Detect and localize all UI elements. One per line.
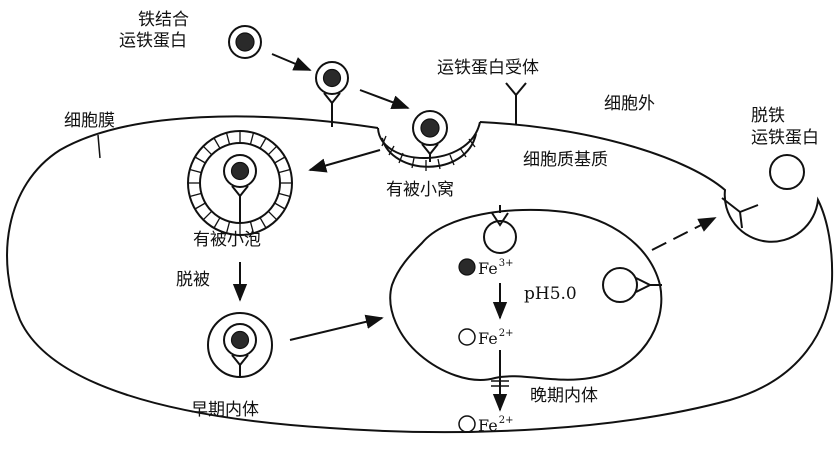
fe2-symbol: Fe	[478, 329, 498, 348]
internalization-arrow	[359, 89, 410, 110]
apo-transferrin-in-endosome	[483, 220, 517, 254]
label-apo-transferrin-2: 运铁蛋白	[751, 128, 819, 148]
iron-core-endosome	[230, 330, 250, 350]
apo-transferrin-recycling	[602, 267, 638, 303]
label-fe2-endosome: Fe2+	[478, 329, 513, 347]
cell-membrane	[6, 115, 834, 434]
label-iron-bound-transferrin-1: 铁结合	[138, 10, 189, 30]
label-iron-bound-transferrin-2: 运铁蛋白	[119, 31, 187, 51]
label-ph: pH5.0	[524, 284, 577, 304]
fe3-charge: 3+	[498, 258, 514, 269]
fe2-ion-in-endosome	[458, 328, 476, 346]
label-fe2-exported: Fe2+	[478, 416, 513, 434]
transferrin-in-vesicle	[223, 154, 257, 188]
label-extracellular: 细胞外	[604, 94, 655, 114]
transferrin-bound	[315, 61, 349, 95]
binding-arrow	[271, 53, 312, 71]
fusion-arrow	[289, 314, 384, 341]
recycling-arrow	[651, 217, 717, 251]
coated-pit-coat	[381, 133, 477, 168]
transferrin-in-endosome	[223, 323, 257, 357]
fe2-ion-exported	[458, 415, 476, 433]
fe2-charge: 2+	[498, 328, 514, 339]
transferrin-in-pit	[412, 110, 448, 146]
late-endosome	[389, 208, 663, 381]
iron-core-free	[235, 32, 255, 52]
label-late-endosome: 晚期内体	[530, 386, 598, 406]
label-early-endosome: 早期内体	[191, 400, 259, 420]
label-apo-transferrin-1: 脱铁	[751, 106, 785, 126]
cell-membrane-pointer	[97, 134, 101, 159]
label-coated-vesicle: 有被小泡	[193, 230, 261, 250]
label-coated-pit: 有被小窝	[386, 180, 454, 200]
fe2-out-charge: 2+	[498, 415, 514, 426]
budding-arrow	[308, 149, 381, 173]
apo-transferrin-released	[769, 154, 805, 190]
fe2-out-symbol: Fe	[478, 416, 498, 435]
label-fe3: Fe3+	[478, 259, 513, 277]
label-transferrin-receptor: 运铁蛋白受体	[437, 58, 539, 78]
fe3-ion	[458, 258, 476, 276]
iron-core-vesicle	[230, 161, 250, 181]
label-cytoplasmic-matrix: 细胞质基质	[523, 150, 608, 170]
iron-transferrin-free	[228, 25, 262, 59]
fe3-symbol: Fe	[478, 259, 498, 278]
label-uncoating: 脱被	[176, 270, 210, 290]
iron-core-pit	[420, 118, 440, 138]
label-cell-membrane: 细胞膜	[64, 111, 115, 131]
iron-core-bound	[322, 68, 342, 88]
